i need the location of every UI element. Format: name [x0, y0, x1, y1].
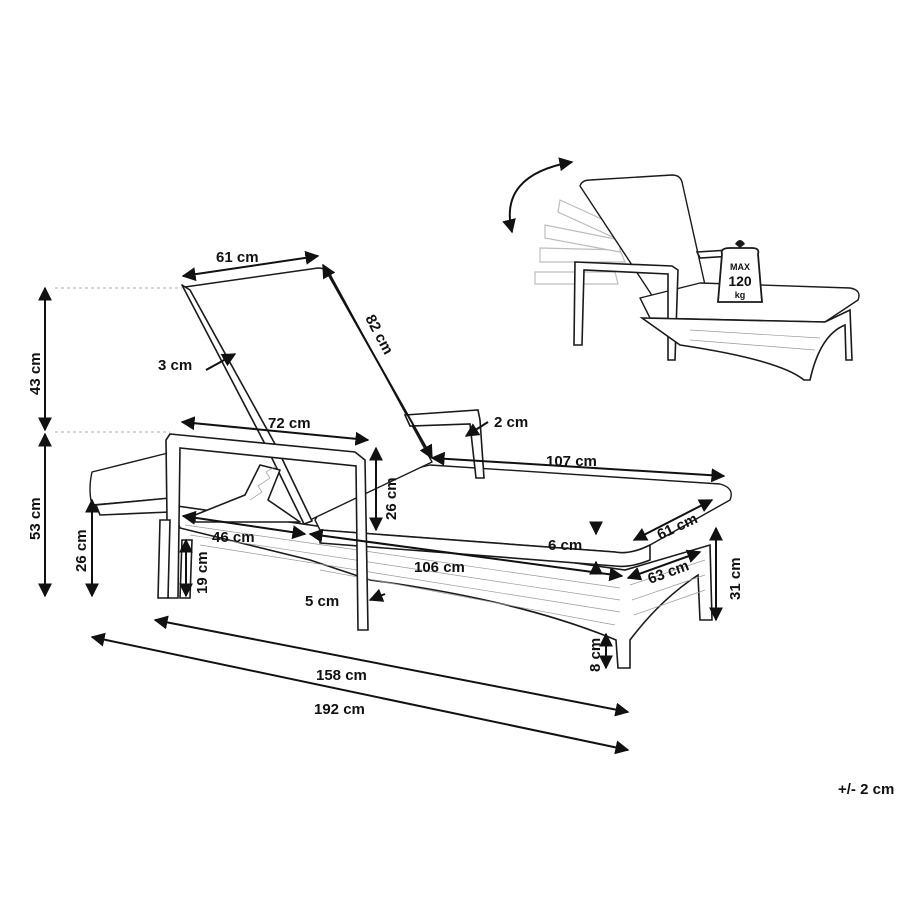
label-leg-thickness: 5 cm [305, 593, 339, 610]
dim-backrest-thickness-arrow [205, 353, 237, 371]
inset-frame [573, 261, 679, 361]
label-front-section: 46 cm [212, 529, 255, 546]
label-seat-height: 26 cm [73, 529, 90, 572]
dimension-lines [38, 250, 726, 755]
footrest-cushion [89, 451, 173, 506]
tolerance-note: +/- 2 cm [838, 781, 894, 798]
max-load-label: MAX [730, 262, 750, 272]
dim-frame-width-line [626, 549, 702, 581]
front-leg-left [157, 519, 171, 599]
label-leg-height: 19 cm [194, 551, 211, 594]
dim-leg-thickness-arrow [368, 588, 386, 602]
guide-lines [55, 287, 182, 433]
label-backrest-thickness: 3 cm [158, 357, 192, 374]
inset-body [639, 308, 853, 381]
label-armrest-height: 26 cm [383, 477, 400, 520]
dim-backrest-width-line [181, 250, 320, 282]
dim-length-total-line [90, 632, 630, 755]
weight-icon: MAX 120 kg [717, 240, 763, 303]
label-length-total: 192 cm [314, 701, 365, 718]
dim-cushion-length-line [430, 451, 726, 483]
dim-armrest-thickness-arrow [464, 421, 489, 437]
ghost-position-1 [539, 247, 626, 263]
label-foot-height: 8 cm [587, 638, 604, 672]
label-cushion-thickness: 6 cm [548, 537, 582, 554]
label-seat-length: 106 cm [414, 559, 465, 576]
label-armrest-length: 72 cm [268, 415, 311, 432]
label-cushion-length: 107 cm [546, 453, 597, 470]
label-frame-height: 31 cm [727, 557, 744, 600]
label-total-height: 53 cm [27, 497, 44, 540]
label-backrest-width: 61 cm [216, 249, 259, 266]
rotate-arrow-icon [502, 157, 574, 234]
dim-front-section-line [181, 510, 307, 540]
dim-seat-length-line [308, 528, 624, 582]
label-armrest-thickness: 2 cm [494, 414, 528, 431]
inset-weave [689, 329, 821, 351]
dim-cushion-width-line [632, 499, 714, 541]
dim-armrest-length-line [180, 416, 370, 446]
recline-inset: MAX 120 kg [502, 157, 860, 381]
label-length-flat: 158 cm [316, 667, 367, 684]
label-backrest-height: 43 cm [27, 352, 44, 395]
dim-backrest-length-line [322, 263, 433, 460]
main-lounger [89, 267, 732, 669]
max-load-unit: kg [735, 290, 746, 300]
max-load-value: 120 [728, 273, 752, 289]
support-teeth [249, 465, 277, 501]
